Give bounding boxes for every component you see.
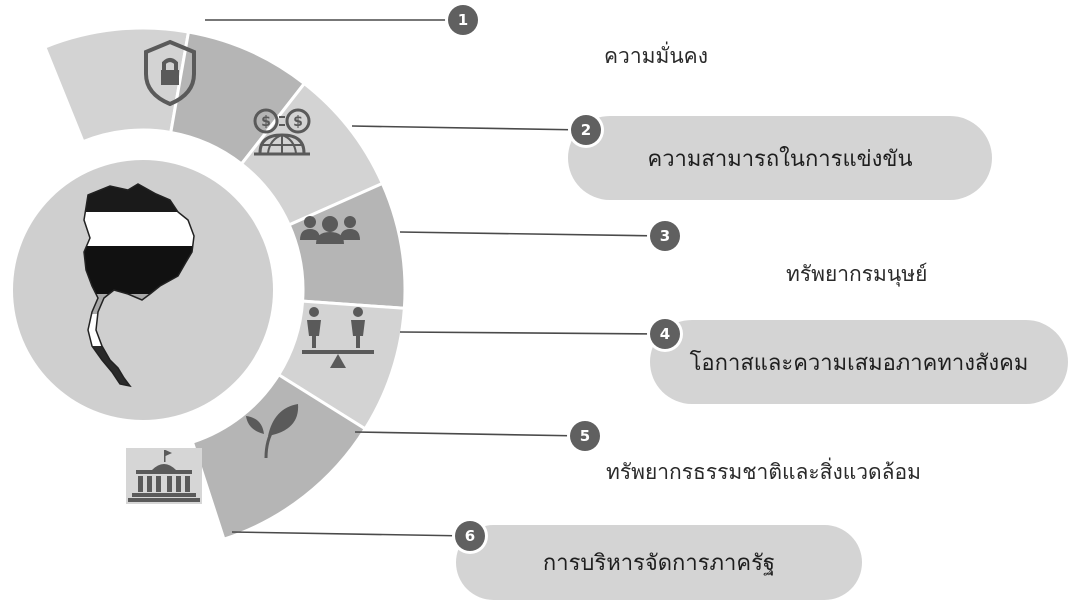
badge-4: 4 [650,319,680,349]
item-4-pill: โอกาสและความเสมอภาคทางสังคม [650,320,1068,404]
item-4-label: โอกาสและความเสมอภาคทางสังคม [689,350,1029,376]
badge-3: 3 [650,221,680,251]
svg-text:$: $ [261,114,271,130]
segment-icons: $ $ [126,39,374,504]
item-6-pill: การบริหารจัดการภาครัฐ [456,525,862,600]
item-3-label: ทรัพยากรมนุษย์ [786,262,928,286]
ring-segment-6 [190,372,368,542]
leaf-icon [246,404,299,459]
connector-line-2 [351,125,587,131]
item-2-pill: ความสามารถในการแข่งขัน [568,116,992,200]
connector-line-5 [354,431,586,437]
connector-line-4 [399,331,666,335]
badge-1: 1 [448,5,478,35]
item-2-label: ความสามารถในการแข่งขัน [647,146,913,172]
item-1-label: ความมั่นคง [604,44,708,68]
connector-line-3 [399,231,666,237]
center-map [13,160,273,420]
badge-2: 2 [571,115,601,145]
badge-6: 6 [455,521,485,551]
item-5-label: ทรัพยากรธรรมชาติและสิ่งแวดล้อม [606,460,921,484]
equality-scale-icon [302,307,374,368]
people-group-icon [300,216,360,244]
shield-lock-icon [144,39,196,107]
government-building-icon [126,448,202,504]
badge-5: 5 [570,421,600,451]
item-6-label: การบริหารจัดการภาครัฐ [542,551,776,576]
connector-lines [205,19,666,537]
connector-line-6 [231,531,471,537]
svg-text:$: $ [293,114,303,130]
currency-globe-icon: $ $ [253,108,311,156]
